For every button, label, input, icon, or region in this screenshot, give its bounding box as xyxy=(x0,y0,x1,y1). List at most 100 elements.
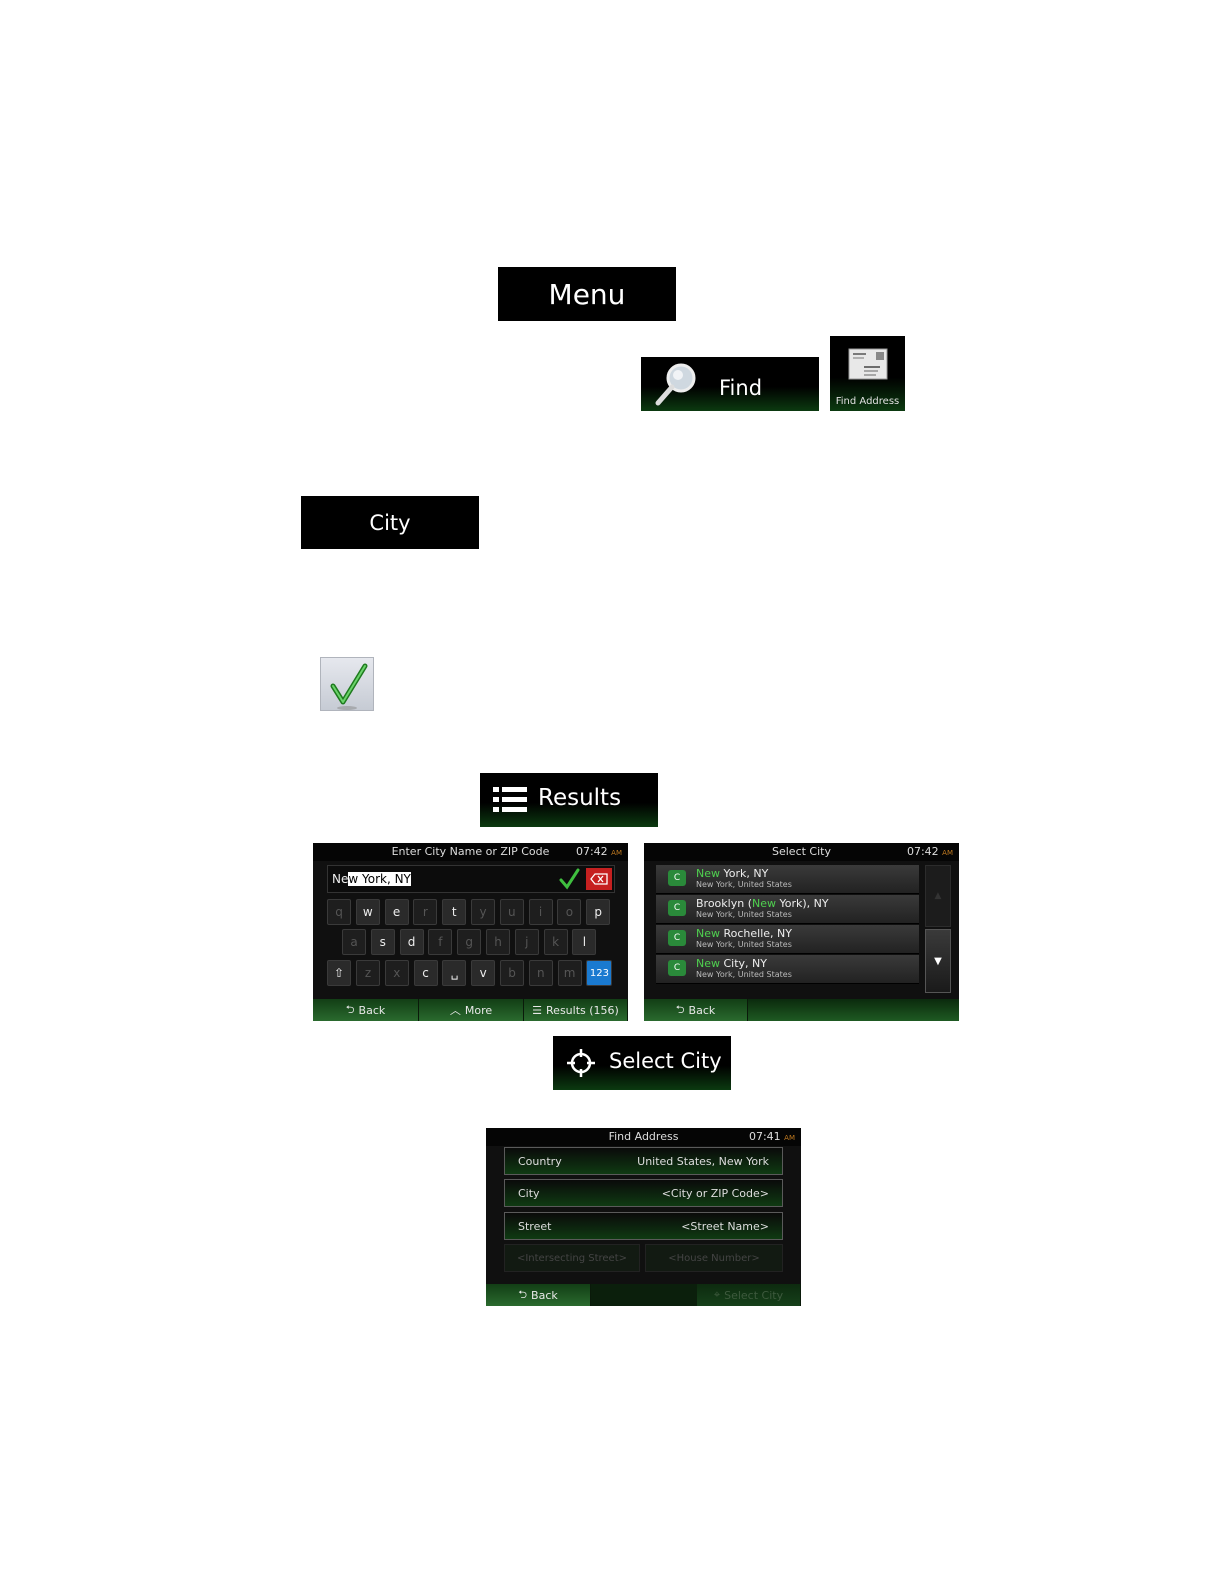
menu-button-label: Menu xyxy=(548,277,626,311)
status-bar: Enter City Name or ZIP Code 07:42 AM xyxy=(313,843,628,861)
city-button-label: City xyxy=(369,510,411,535)
key-i[interactable]: i xyxy=(528,899,553,925)
chevron-up-icon: ︿ xyxy=(449,1004,461,1017)
key-g[interactable]: g xyxy=(457,929,482,955)
key-y[interactable]: y xyxy=(471,899,495,925)
house-number-field: <House Number> xyxy=(645,1244,783,1272)
city-icon: C xyxy=(668,960,686,976)
intersecting-street-field: <Intersecting Street> xyxy=(504,1244,640,1272)
city-icon: C xyxy=(668,930,686,946)
key-b[interactable]: b xyxy=(500,960,524,986)
list-icon: ☰ xyxy=(532,1003,543,1017)
key-o[interactable]: o xyxy=(557,899,582,925)
screen-title: Find Address xyxy=(608,1130,679,1143)
city-region: New York, United States xyxy=(696,880,792,889)
select-city-button[interactable]: Select City xyxy=(553,1036,731,1090)
key-w[interactable]: w xyxy=(355,899,380,925)
more-button[interactable]: ︿More xyxy=(419,999,524,1021)
find-address-tile[interactable]: Find Address xyxy=(830,336,905,411)
city-button[interactable]: City xyxy=(301,496,479,549)
back-button[interactable]: ⮌Back xyxy=(486,1284,591,1306)
bottom-bar: ⮌Back ⌖Select City xyxy=(486,1284,801,1306)
back-button[interactable]: ⮌Back xyxy=(644,999,748,1021)
city-name: New Rochelle, NY xyxy=(696,927,792,940)
city-icon: C xyxy=(668,870,686,886)
key-f[interactable]: f xyxy=(428,929,453,955)
city-region: New York, United States xyxy=(696,940,792,949)
list-icon xyxy=(493,787,527,817)
key-h[interactable]: h xyxy=(486,929,510,955)
country-field[interactable]: Country United States, New York xyxy=(504,1147,783,1175)
keyboard-screen: Enter City Name or ZIP Code 07:42 AM New… xyxy=(313,843,628,1021)
key-q[interactable]: q xyxy=(327,899,351,925)
key-t[interactable]: t xyxy=(442,899,467,925)
select-city-button-label: Select City xyxy=(609,1049,722,1073)
city-field[interactable]: City <City or ZIP Code> xyxy=(504,1179,783,1207)
key-x[interactable]: x xyxy=(384,960,409,986)
key-r[interactable]: r xyxy=(413,899,438,925)
key-v[interactable]: v xyxy=(471,960,496,986)
bottom-bar: ⮌Back xyxy=(644,999,959,1021)
key-e[interactable]: e xyxy=(384,899,409,925)
checkmark-icon[interactable] xyxy=(320,657,374,711)
search-input[interactable]: New York, NY xyxy=(327,865,615,893)
results-count-button[interactable]: ☰Results (156) xyxy=(524,999,628,1021)
select-city-disabled-button: ⌖Select City xyxy=(697,1284,801,1306)
autocomplete-text: w York, NY xyxy=(348,872,411,886)
city-region: New York, United States xyxy=(696,970,792,979)
bottom-bar: ⮌Back ︿More ☰Results (156) xyxy=(313,999,628,1021)
back-arrow-icon: ⮌ xyxy=(345,1002,355,1016)
street-field[interactable]: Street <Street Name> xyxy=(504,1212,783,1240)
shift-icon[interactable]: ⇧ xyxy=(327,960,351,986)
back-arrow-icon: ⮌ xyxy=(675,1002,685,1016)
key-m[interactable]: m xyxy=(557,960,582,986)
magnifier-icon xyxy=(653,361,699,411)
key-space[interactable]: ␣ xyxy=(442,960,467,986)
key-123[interactable]: 123 xyxy=(586,960,613,986)
key-s[interactable]: s xyxy=(370,929,395,955)
clock: 07:42 AM xyxy=(906,845,953,858)
key-d[interactable]: d xyxy=(399,929,424,955)
status-bar: Find Address 07:41 AM xyxy=(486,1128,801,1146)
typed-text: Ne xyxy=(332,872,349,886)
key-u[interactable]: u xyxy=(499,899,524,925)
city-name: Brooklyn (New York), NY xyxy=(696,897,829,910)
crosshair-icon xyxy=(567,1049,595,1081)
confirm-check-icon[interactable] xyxy=(558,868,580,893)
city-region: New York, United States xyxy=(696,910,792,919)
envelope-icon xyxy=(848,348,888,384)
key-a[interactable]: a xyxy=(342,929,366,955)
find-address-label: Find Address xyxy=(835,396,900,407)
results-button[interactable]: Results xyxy=(480,773,658,827)
find-address-screen: Find Address 07:41 AM Country United Sta… xyxy=(486,1128,801,1306)
back-arrow-icon: ⮌ xyxy=(518,1287,528,1301)
key-j[interactable]: j xyxy=(514,929,539,955)
city-icon: C xyxy=(668,900,686,916)
clock: 07:42 AM xyxy=(575,845,622,858)
key-p[interactable]: p xyxy=(586,899,611,925)
menu-button[interactable]: Menu xyxy=(498,267,676,321)
city-name: New York, NY xyxy=(696,867,769,880)
status-bar: Select City 07:42 AM xyxy=(644,843,959,861)
key-l[interactable]: l xyxy=(572,929,597,955)
key-z[interactable]: z xyxy=(356,960,380,986)
find-button[interactable]: Find xyxy=(641,357,819,411)
key-c[interactable]: c xyxy=(413,960,438,986)
find-button-label: Find xyxy=(719,376,763,400)
crosshair-icon: ⌖ xyxy=(713,1288,721,1301)
screen-title: Select City xyxy=(772,845,831,858)
results-button-label: Results xyxy=(538,785,622,811)
key-k[interactable]: k xyxy=(543,929,568,955)
scroll-down-button[interactable]: ▼ xyxy=(925,929,951,993)
key-n[interactable]: n xyxy=(528,960,553,986)
clock: 07:41 AM xyxy=(748,1130,795,1143)
scroll-up-button[interactable]: ▲ xyxy=(925,865,951,927)
back-button[interactable]: ⮌Back xyxy=(313,999,419,1021)
backspace-icon[interactable] xyxy=(586,868,612,890)
city-name: New City, NY xyxy=(696,957,767,970)
